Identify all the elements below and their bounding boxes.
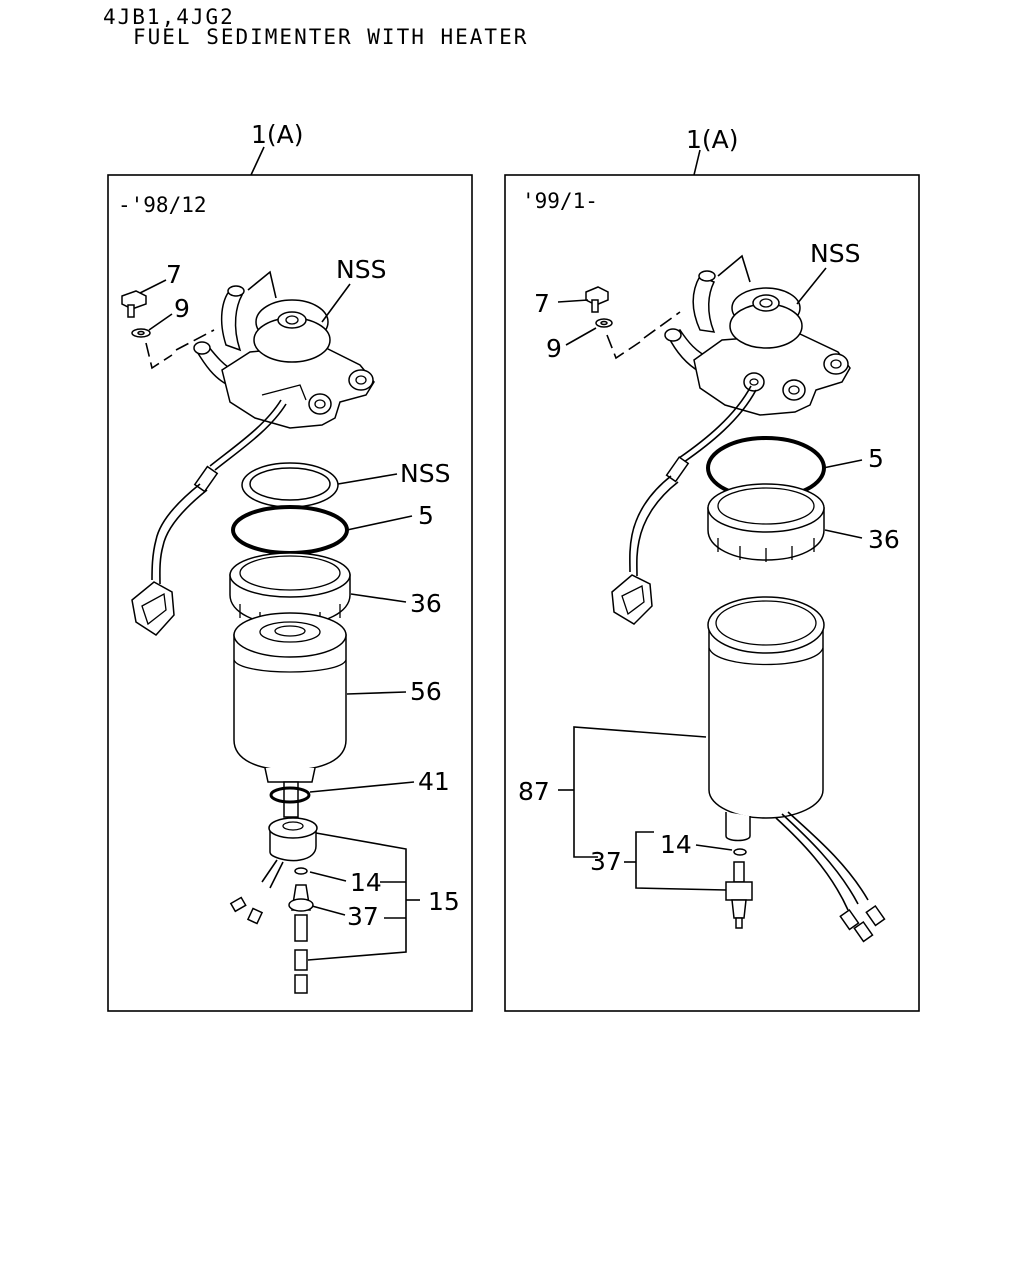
right-callout-14: 14 <box>660 830 692 859</box>
left-o-ring-5 <box>231 505 349 555</box>
left-callout-15: 15 <box>428 887 460 916</box>
left-assembly-label: 1(A) <box>251 120 304 149</box>
left-callout-36: 36 <box>410 589 442 618</box>
right-bolt <box>585 286 613 328</box>
left-bolt <box>121 290 151 338</box>
right-bowl-87 <box>707 596 886 943</box>
right-panel-frame <box>504 174 920 1012</box>
right-heater-harness <box>611 385 757 625</box>
left-callout-nss-ring: NSS <box>400 459 450 488</box>
right-o-ring-14 <box>733 848 747 856</box>
right-sedimenter-head <box>664 270 851 416</box>
right-period-label: '99/1- <box>522 189 598 213</box>
left-upper-ring <box>241 462 339 508</box>
header-model: 4JB1,4JG2 <box>103 5 235 29</box>
left-panel: 1(A) -'98/12 7 9 <box>107 120 473 1012</box>
right-group-bracket <box>558 726 727 891</box>
left-drain-cap <box>229 817 318 925</box>
left-period-label: -'98/12 <box>118 193 207 217</box>
left-group-bracket-15 <box>307 832 420 961</box>
left-o-ring-14 <box>294 867 308 875</box>
left-callout-9: 9 <box>174 294 190 323</box>
left-ring-nut-36 <box>229 552 351 628</box>
right-callout-5: 5 <box>868 444 884 473</box>
right-callout-87: 87 <box>518 777 550 806</box>
left-filter-element-56 <box>233 612 347 783</box>
left-drain-pipe <box>283 781 299 818</box>
right-assembly-leader <box>693 149 701 176</box>
left-callout-5: 5 <box>418 501 434 530</box>
left-heater-harness <box>131 399 287 636</box>
header-title: FUEL SEDIMENTER WITH HEATER <box>133 25 529 49</box>
right-ring-nut-36 <box>707 483 825 562</box>
left-callout-7: 7 <box>166 260 182 289</box>
right-callout-37: 37 <box>590 847 622 876</box>
right-panel: 1(A) '99/1- 7 9 <box>504 125 920 1012</box>
right-drain-plug-37 <box>725 861 753 929</box>
left-callout-14: 14 <box>350 868 382 897</box>
left-drain-plug-37 <box>288 884 314 994</box>
left-o-ring-41 <box>269 786 311 804</box>
right-callout-9: 9 <box>546 334 562 363</box>
right-callout-36: 36 <box>868 525 900 554</box>
left-callout-nss-top: NSS <box>336 255 386 284</box>
left-callout-56: 56 <box>410 677 442 706</box>
right-assembly-label: 1(A) <box>686 125 739 154</box>
left-callout-41: 41 <box>418 767 450 796</box>
left-panel-frame <box>107 174 473 1012</box>
left-sedimenter-head <box>193 285 375 429</box>
right-callout-nss-top: NSS <box>810 239 860 268</box>
right-callout-7: 7 <box>534 289 550 318</box>
left-assembly-leader <box>250 146 265 176</box>
left-callout-37: 37 <box>347 902 379 931</box>
